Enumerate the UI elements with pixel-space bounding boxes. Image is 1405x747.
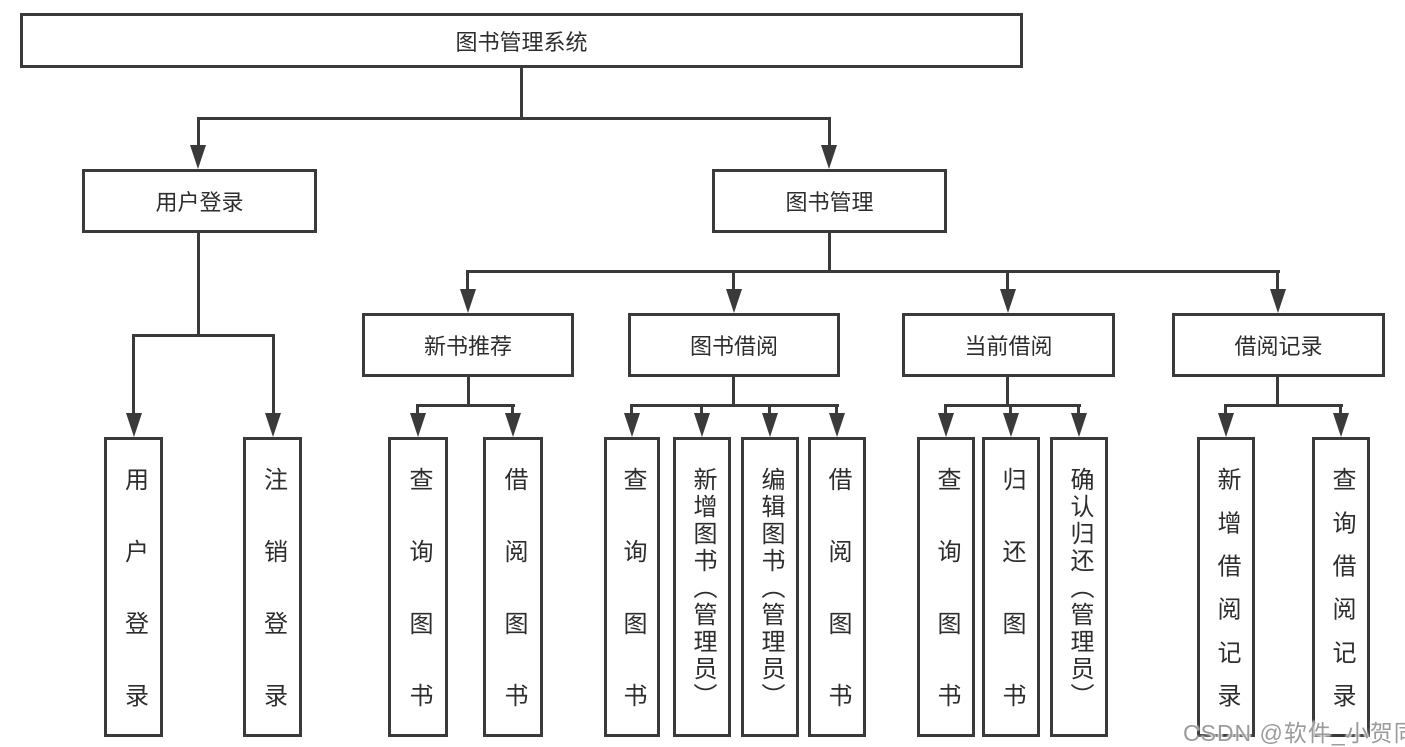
- node-label: 当前借阅: [964, 334, 1053, 359]
- connector-line: [944, 404, 1081, 407]
- connector-line: [1224, 404, 1343, 407]
- leaf-edit-books-admin: 编辑图书（管理员）: [741, 437, 799, 737]
- leaf-label: 借阅图书: [824, 467, 851, 747]
- connector-line: [944, 404, 947, 418]
- connector-line: [1077, 404, 1080, 418]
- connector-line: [1276, 270, 1279, 295]
- arrow-down-icon: [1218, 413, 1234, 437]
- node-current-borrow: 当前借阅: [902, 313, 1115, 377]
- connector-line: [768, 404, 771, 418]
- node-root-label: 图书管理系统: [455, 29, 588, 55]
- connector-line: [630, 404, 633, 418]
- node-book-management: 图书管理: [712, 169, 947, 233]
- connector-line: [132, 334, 135, 418]
- arrow-down-icon: [265, 413, 281, 437]
- node-label: 借阅记录: [1234, 334, 1323, 359]
- connector-line: [272, 334, 275, 418]
- leaf-return-books: 归还图书: [982, 437, 1040, 747]
- arrow-down-icon: [726, 289, 742, 313]
- leaf-confirm-return-admin: 确认归还（管理员）: [1050, 437, 1108, 737]
- node-borrow-records: 借阅记录: [1172, 313, 1385, 377]
- arrow-down-icon: [938, 413, 954, 437]
- leaf-label: 查询图书: [405, 467, 432, 747]
- connector-line: [520, 68, 523, 118]
- connector-line: [197, 117, 200, 150]
- connector-line: [1006, 377, 1009, 406]
- arrow-down-icon: [1333, 413, 1349, 437]
- leaf-label: 新增图书（管理员）: [689, 467, 716, 710]
- leaf-label: 借阅图书: [500, 467, 527, 747]
- leaf-add-borrow-record: 新增借阅记录: [1197, 437, 1255, 737]
- connector-line: [1009, 404, 1012, 418]
- arrow-down-icon: [624, 413, 640, 437]
- connector-line: [1276, 377, 1279, 406]
- connector-line: [828, 233, 831, 273]
- connector-line: [466, 270, 469, 295]
- node-root: 图书管理系统: [20, 13, 1023, 68]
- connector-line: [732, 377, 735, 406]
- arrow-down-icon: [694, 413, 710, 437]
- arrow-down-icon: [126, 413, 142, 437]
- leaf-borrow-books: 借阅图书: [808, 437, 866, 747]
- node-new-book-recommend: 新书推荐: [362, 313, 574, 377]
- leaf-query-books: 查询图书: [388, 437, 448, 747]
- node-user-login: 用户登录: [82, 169, 317, 233]
- arrow-down-icon: [1000, 289, 1016, 313]
- leaf-borrow-books: 借阅图书: [483, 437, 543, 747]
- leaf-label: 用户登录: [120, 467, 148, 747]
- connector-line: [1339, 404, 1342, 418]
- connector-line: [197, 233, 200, 337]
- arrow-down-icon: [762, 413, 778, 437]
- watermark: CSDN @软件_小贺同学: [1183, 720, 1405, 746]
- connector-line: [630, 404, 839, 407]
- connector-line: [1224, 404, 1227, 418]
- leaf-query-books: 查询图书: [917, 437, 975, 747]
- connector-line: [732, 270, 735, 295]
- leaf-label: 确认归还（管理员）: [1066, 467, 1093, 710]
- connector-line: [1006, 270, 1009, 295]
- leaf-label: 查询借阅记录: [1328, 466, 1355, 727]
- node-label: 图书借阅: [689, 334, 778, 359]
- arrow-down-icon: [505, 413, 521, 437]
- arrow-down-icon: [1071, 413, 1087, 437]
- connector-line: [416, 404, 515, 407]
- connector-line: [467, 377, 470, 406]
- leaf-label: 归还图书: [998, 467, 1025, 747]
- connector-line: [835, 404, 838, 418]
- connector-line: [700, 404, 703, 418]
- arrow-down-icon: [821, 145, 837, 169]
- leaf-label: 新增借阅记录: [1213, 466, 1240, 727]
- arrow-down-icon: [460, 289, 476, 313]
- arrow-down-icon: [1270, 289, 1286, 313]
- node-label: 新书推荐: [423, 334, 512, 359]
- connector-line: [416, 404, 419, 418]
- node-label: 图书管理: [785, 190, 874, 215]
- leaf-add-books-admin: 新增图书（管理员）: [673, 437, 731, 737]
- node-book-borrow: 图书借阅: [628, 313, 840, 377]
- connector-line: [828, 117, 831, 150]
- leaf-label: 注销登录: [259, 467, 287, 747]
- connector-line: [197, 117, 831, 120]
- connector-line: [466, 270, 1280, 273]
- leaf-query-books: 查询图书: [604, 437, 660, 747]
- leaf-label: 编辑图书（管理员）: [757, 467, 784, 710]
- connector-line: [132, 334, 275, 337]
- arrow-down-icon: [410, 413, 426, 437]
- node-label: 用户登录: [155, 190, 244, 215]
- arrow-down-icon: [190, 145, 206, 169]
- leaf-label: 查询图书: [933, 467, 960, 747]
- connector-line: [511, 404, 514, 418]
- leaf-label: 查询图书: [619, 467, 646, 747]
- arrow-down-icon: [829, 413, 845, 437]
- leaf-user-login: 用户登录: [104, 437, 163, 747]
- arrow-down-icon: [1003, 413, 1019, 437]
- leaf-query-borrow-record: 查询借阅记录: [1312, 437, 1370, 737]
- leaf-logout-login: 注销登录: [243, 437, 302, 747]
